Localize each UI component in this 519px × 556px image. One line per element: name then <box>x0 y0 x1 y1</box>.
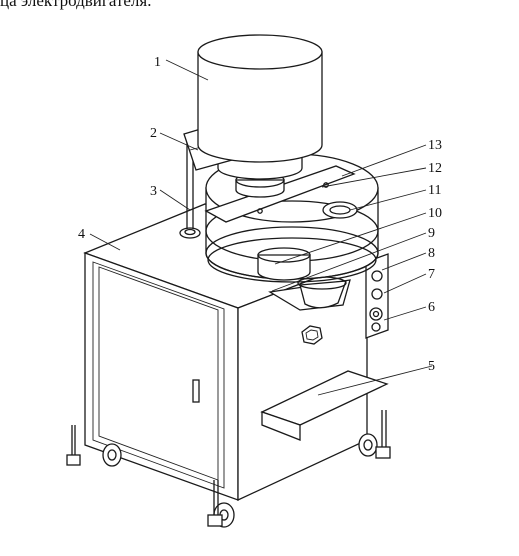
callout-1: 1 <box>154 55 161 70</box>
leader-lines <box>89 59 433 396</box>
callout-2: 2 <box>150 126 157 141</box>
callout-7: 7 <box>428 267 435 282</box>
callout-6: 6 <box>428 300 435 315</box>
control-panel <box>365 253 389 339</box>
discharge-tray <box>260 370 389 441</box>
feed-cup <box>257 254 311 281</box>
callout-8: 8 <box>428 246 435 261</box>
callout-labels: 1 2 3 4 5 6 7 8 9 10 11 12 13 <box>78 55 442 374</box>
tray-front <box>261 411 301 441</box>
adjustment-knob <box>301 325 323 345</box>
callout-5: 5 <box>428 359 435 374</box>
rotary-disc-assembly <box>204 153 379 283</box>
inlet-ring <box>322 201 358 219</box>
outlet-hopper <box>268 276 351 311</box>
control-button-1 <box>371 270 383 282</box>
motor-body <box>197 51 323 163</box>
callout-12: 12 <box>428 161 442 176</box>
caption-text: ца электродвигателя. <box>0 0 152 10</box>
door-handle <box>192 379 200 403</box>
control-button-2 <box>371 288 383 300</box>
casters <box>66 410 391 528</box>
motor <box>197 34 323 163</box>
callout-11: 11 <box>428 183 441 198</box>
callout-10: 10 <box>428 206 442 221</box>
callout-13: 13 <box>428 138 442 153</box>
control-button-3 <box>369 307 383 321</box>
callout-3: 3 <box>150 184 157 199</box>
callout-9: 9 <box>428 226 435 241</box>
motor-top <box>197 34 323 70</box>
callout-4: 4 <box>78 227 85 242</box>
cabinet-door-frame <box>92 261 225 489</box>
